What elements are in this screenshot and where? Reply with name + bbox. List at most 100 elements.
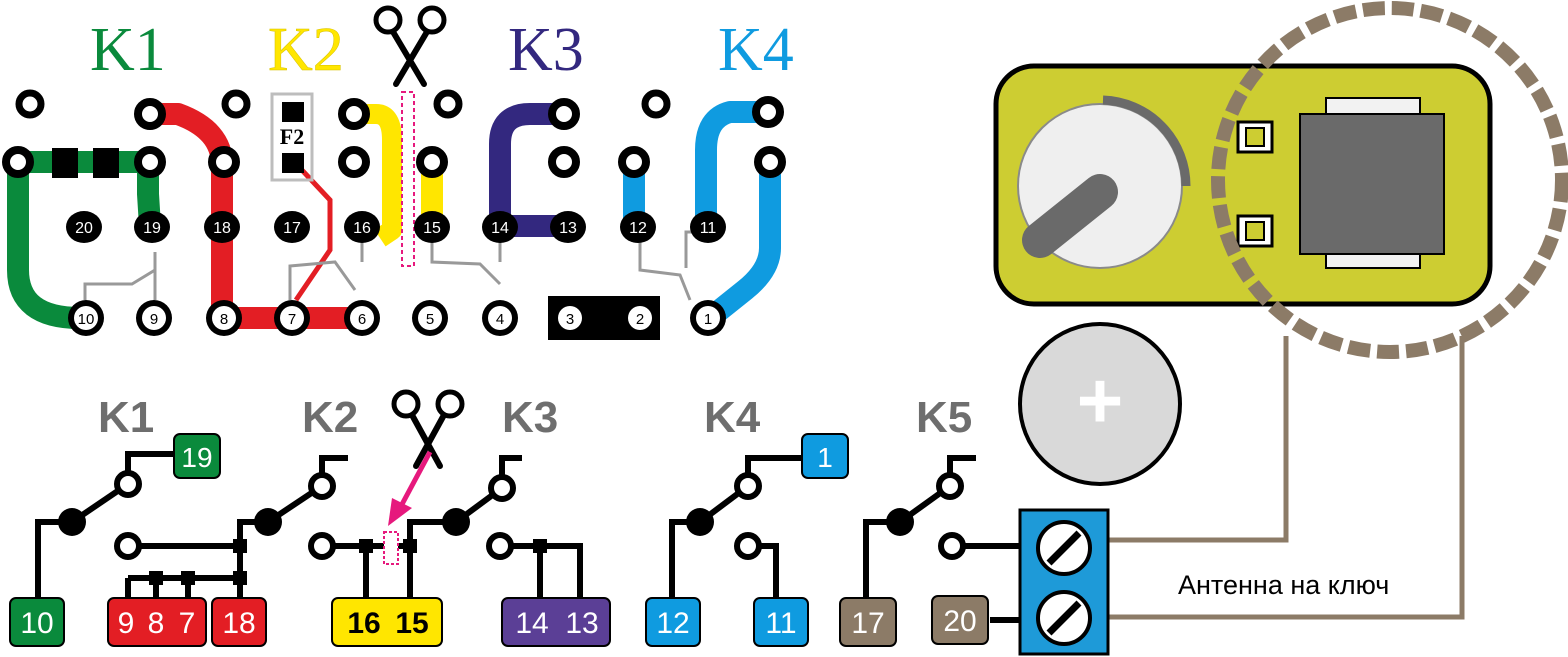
pcb-pad: 20	[66, 211, 102, 243]
pcb-pad: 5	[412, 300, 448, 336]
trace-k2-yellow	[356, 104, 402, 247]
pcb-pad: 1	[690, 300, 726, 336]
pad-number: 9	[150, 311, 158, 328]
pad-number: 6	[358, 311, 366, 328]
pad-number: 12	[629, 220, 647, 237]
pcb-pad: 11	[690, 211, 726, 243]
trace-k3	[489, 103, 577, 237]
svg-text:7: 7	[179, 607, 196, 640]
scissors-icon	[373, 5, 447, 87]
pcb-section: K1 K2 K3 K4	[2, 5, 794, 340]
pcb-pad: 19	[134, 211, 170, 243]
pin-box-1: 1	[801, 433, 849, 479]
pcb-pad: 8	[206, 300, 242, 336]
fob-dial-pointer	[1022, 174, 1118, 258]
cut-line-marker	[401, 91, 415, 267]
fob-chip	[1299, 113, 1445, 255]
fuse-outline	[270, 92, 314, 182]
svg-text:18: 18	[222, 607, 255, 640]
pcb-pad: 13	[550, 211, 586, 243]
pad-number: 3	[566, 311, 574, 328]
schematic-section: K1 K2 K3 K4 K5	[9, 389, 1020, 647]
pin-box-19: 19	[173, 433, 221, 479]
pcb-pad: 12	[620, 211, 656, 243]
pcb-pad: 18	[204, 211, 240, 243]
pin-box-20: 20	[931, 595, 989, 645]
pcb-pad: 15	[414, 211, 450, 243]
pcb-pad: 10	[68, 300, 104, 336]
svg-text:14: 14	[515, 607, 548, 640]
gray-leads	[83, 230, 708, 301]
strap-k1-a	[52, 148, 78, 178]
pin-box-12: 12	[645, 597, 701, 647]
fob-button-bottom	[1236, 214, 1274, 248]
pin-box-purple-group: 14 13	[501, 597, 611, 647]
trace-k4	[695, 101, 779, 236]
pad-number: 10	[78, 311, 95, 328]
pad-number: 18	[213, 220, 231, 237]
antenna-label: Антенна на ключ	[1178, 570, 1389, 600]
pad-number: 16	[353, 220, 371, 237]
schematic-junctions	[58, 508, 914, 585]
pin-box-yellow-group: 16 15	[331, 597, 443, 647]
svg-text:12: 12	[656, 607, 689, 640]
sch-label-k4: K4	[704, 393, 761, 442]
pcb-pad: 4	[482, 300, 518, 336]
pcb-pad: 3	[552, 300, 588, 336]
pad-number: 2	[636, 311, 644, 328]
trace-k4-b	[699, 151, 781, 329]
cut-arrow-head	[388, 498, 412, 526]
pad-number: 19	[143, 220, 161, 237]
screw-icon	[1036, 590, 1092, 646]
pin-box-10: 10	[9, 597, 65, 647]
pad-number: 14	[491, 220, 509, 237]
pcb-pad: 16	[344, 211, 380, 243]
pad-number: 8	[220, 311, 228, 328]
cut-fuse-marker	[383, 531, 399, 565]
pad-number: 11	[700, 220, 717, 237]
battery: +	[1018, 322, 1182, 486]
pcb-pad: 9	[136, 300, 172, 336]
pcb-holes	[2, 89, 786, 178]
fuse-label: F2	[280, 124, 304, 149]
svg-text:17: 17	[851, 607, 884, 640]
key-fob-board	[993, 1, 1568, 359]
pcb-label-k1: K1	[90, 16, 166, 84]
trace-k1	[7, 151, 161, 329]
antenna-coil	[1211, 1, 1568, 359]
svg-text:11: 11	[765, 607, 796, 640]
fuse-pad-bottom	[282, 153, 304, 173]
battery-plus-symbol: +	[1077, 356, 1124, 445]
strap-k1-b	[93, 148, 119, 178]
fuse-pad-top	[282, 102, 304, 122]
pad-number: 5	[426, 311, 434, 328]
pcb-label-k3: K3	[508, 16, 584, 84]
scissors-icon	[391, 389, 465, 469]
svg-text:16: 16	[347, 607, 380, 640]
pin-box-red-group: 9 8 7	[107, 597, 207, 647]
fob-dial-arc	[1102, 95, 1191, 187]
pcb-pad: 17	[274, 211, 310, 243]
pad-number: 20	[75, 220, 93, 237]
fob-button-top	[1236, 120, 1274, 154]
pcb-pad: 6	[344, 300, 380, 336]
pcb-pad: 7	[274, 300, 310, 336]
sch-label-k5: K5	[916, 393, 972, 442]
pad-number: 17	[283, 220, 301, 237]
screw-icon	[1036, 520, 1092, 576]
pin-box-18: 18	[211, 597, 267, 647]
pad-number: 4	[496, 311, 504, 328]
pad-number: 15	[423, 220, 441, 237]
svg-text:20: 20	[943, 605, 976, 638]
svg-text:19: 19	[181, 442, 212, 473]
cut-arrow	[397, 450, 433, 510]
pcb-label-k2: K2	[268, 16, 344, 84]
trace-k2-red-thin	[293, 166, 333, 302]
schematic-contacts	[114, 470, 966, 560]
svg-text:10: 10	[20, 607, 53, 640]
pcb-pad: 14	[482, 211, 518, 243]
pin-box-11: 11	[753, 597, 809, 647]
pcb-label-k4: K4	[718, 16, 794, 84]
sch-label-k3: K3	[502, 393, 558, 442]
